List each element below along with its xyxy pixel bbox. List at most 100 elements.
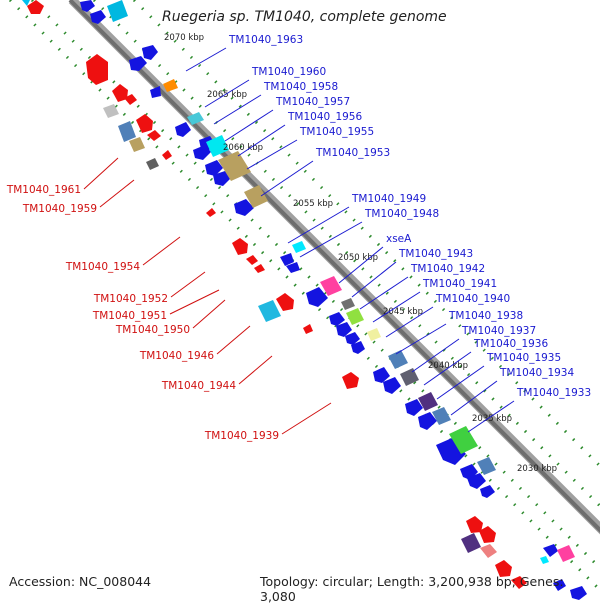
- gene-box[interactable]: [206, 135, 229, 157]
- gene-label-minus[interactable]: TM1040_1952: [93, 293, 168, 305]
- gene-arrow[interactable]: [232, 238, 248, 255]
- gene-box[interactable]: [341, 298, 355, 310]
- gene-arrow[interactable]: [136, 114, 153, 133]
- gene-arrow[interactable]: [342, 372, 359, 389]
- gene-label-minus[interactable]: TM1040_1961: [6, 184, 81, 196]
- gene-box[interactable]: [163, 79, 178, 92]
- gene-arrow[interactable]: [147, 130, 161, 141]
- gene-arrow[interactable]: [280, 253, 294, 266]
- gene-box[interactable]: [432, 407, 451, 425]
- gene-arrow[interactable]: [27, 0, 44, 14]
- gene-label-plus[interactable]: TM1040_1942: [410, 263, 485, 275]
- gene-label-plus[interactable]: TM1040_1955: [299, 126, 374, 138]
- gene-label-plus[interactable]: TM1040_1956: [287, 111, 362, 123]
- gene-label-minus[interactable]: TM1040_1944: [161, 380, 236, 392]
- gene-arrow[interactable]: [570, 586, 587, 600]
- gene-label-plus[interactable]: TM1040_1941: [422, 278, 497, 290]
- gene-box[interactable]: [187, 112, 204, 125]
- gene-arrow[interactable]: [286, 262, 300, 273]
- gene-box[interactable]: [244, 185, 268, 208]
- gene-arrow[interactable]: [112, 84, 128, 102]
- gene-label-minus[interactable]: TM1040_1951: [92, 310, 167, 322]
- gene-label-minus[interactable]: TM1040_1950: [115, 324, 190, 336]
- gene-label-plus[interactable]: TM1040_1938: [448, 310, 523, 322]
- gene-arrow[interactable]: [553, 579, 566, 591]
- gene-label-plus[interactable]: TM1040_1934: [499, 367, 574, 379]
- gene-box[interactable]: [292, 241, 306, 253]
- gene-arrow[interactable]: [479, 526, 496, 543]
- gene-box[interactable]: [449, 426, 478, 454]
- gene-box[interactable]: [367, 328, 381, 341]
- gene-arrow[interactable]: [345, 332, 360, 345]
- gene-box[interactable]: [346, 308, 364, 325]
- gene-arrow[interactable]: [511, 576, 527, 589]
- gene-box[interactable]: [118, 121, 136, 142]
- gene-arrow[interactable]: [351, 341, 365, 354]
- gene-label-plus[interactable]: TM1040_1943: [398, 248, 473, 260]
- gene-arrow[interactable]: [329, 312, 345, 326]
- gene-label-plus[interactable]: TM1040_1960: [251, 66, 326, 78]
- gene-arrow[interactable]: [124, 94, 137, 105]
- gene-box[interactable]: [540, 556, 549, 564]
- gene-label-plus[interactable]: TM1040_1937: [461, 325, 536, 337]
- gene-arrow[interactable]: [246, 255, 258, 265]
- gene-arrow[interactable]: [234, 199, 254, 216]
- gene-label-plus[interactable]: xseA: [386, 233, 412, 245]
- gene-label-plus[interactable]: TM1040_1963: [228, 34, 303, 46]
- gene-box[interactable]: [103, 104, 119, 118]
- gene-arrow[interactable]: [276, 293, 294, 311]
- gene-arrow[interactable]: [80, 0, 95, 12]
- gene-arrow[interactable]: [373, 367, 390, 383]
- gene-label-plus[interactable]: TM1040_1948: [364, 208, 439, 220]
- gene-label-plus[interactable]: TM1040_1949: [351, 193, 426, 205]
- gene-label-minus[interactable]: TM1040_1939: [204, 430, 279, 442]
- gene-box[interactable]: [22, 0, 30, 6]
- gene-arrow[interactable]: [162, 150, 172, 160]
- gene-box[interactable]: [258, 300, 281, 322]
- gene-arrow[interactable]: [303, 324, 313, 334]
- gene-arrow[interactable]: [383, 377, 401, 394]
- gene-arrow[interactable]: [175, 122, 191, 137]
- gene-label-minus[interactable]: TM1040_1959: [22, 203, 97, 215]
- gene-label-plus[interactable]: TM1040_1933: [516, 387, 591, 399]
- gene-arrow[interactable]: [306, 287, 328, 307]
- gene-label-minus[interactable]: TM1040_1954: [65, 261, 140, 273]
- gene-box[interactable]: [320, 276, 342, 296]
- gene-arrow[interactable]: [467, 473, 486, 489]
- gene-label-plus[interactable]: TM1040_1935: [486, 352, 561, 364]
- gene-box[interactable]: [418, 392, 438, 411]
- gene-box[interactable]: [388, 350, 408, 369]
- gene-arrow[interactable]: [480, 544, 497, 558]
- gene-arrow[interactable]: [254, 264, 265, 273]
- gene-label-plus[interactable]: TM1040_1958: [263, 81, 338, 93]
- gene-arrow[interactable]: [150, 86, 161, 98]
- gene-arrow[interactable]: [436, 438, 466, 465]
- gene-arrow[interactable]: [142, 45, 158, 60]
- gene-box[interactable]: [557, 545, 575, 562]
- gene-arrow[interactable]: [90, 10, 106, 24]
- gene-arrow[interactable]: [213, 171, 231, 186]
- gene-arrow[interactable]: [129, 56, 147, 71]
- gene-arrow[interactable]: [336, 322, 352, 337]
- gene-box[interactable]: [461, 533, 481, 553]
- gene-label-plus[interactable]: TM1040_1936: [473, 338, 548, 350]
- gene-label-plus[interactable]: TM1040_1940: [435, 293, 510, 305]
- gene-box[interactable]: [107, 0, 128, 22]
- gene-arrow[interactable]: [480, 485, 495, 498]
- gene-arrow[interactable]: [418, 412, 437, 430]
- gene-box[interactable]: [129, 137, 145, 152]
- gene-box[interactable]: [218, 151, 251, 181]
- gene-box[interactable]: [146, 158, 159, 170]
- gene-arrow[interactable]: [405, 399, 423, 416]
- gene-label-plus[interactable]: TM1040_1957: [275, 96, 350, 108]
- gene-label-minus[interactable]: TM1040_1946: [139, 350, 214, 362]
- gene-label-plus[interactable]: TM1040_1953: [315, 147, 390, 159]
- gene-arrow[interactable]: [86, 54, 108, 85]
- gene-arrow[interactable]: [495, 560, 512, 577]
- gene-arrow[interactable]: [466, 516, 483, 533]
- gene-box[interactable]: [477, 457, 496, 475]
- gene-arrow[interactable]: [205, 160, 223, 176]
- gene-box[interactable]: [400, 368, 419, 386]
- gene-arrow[interactable]: [206, 208, 216, 217]
- gene-arrow[interactable]: [543, 544, 558, 557]
